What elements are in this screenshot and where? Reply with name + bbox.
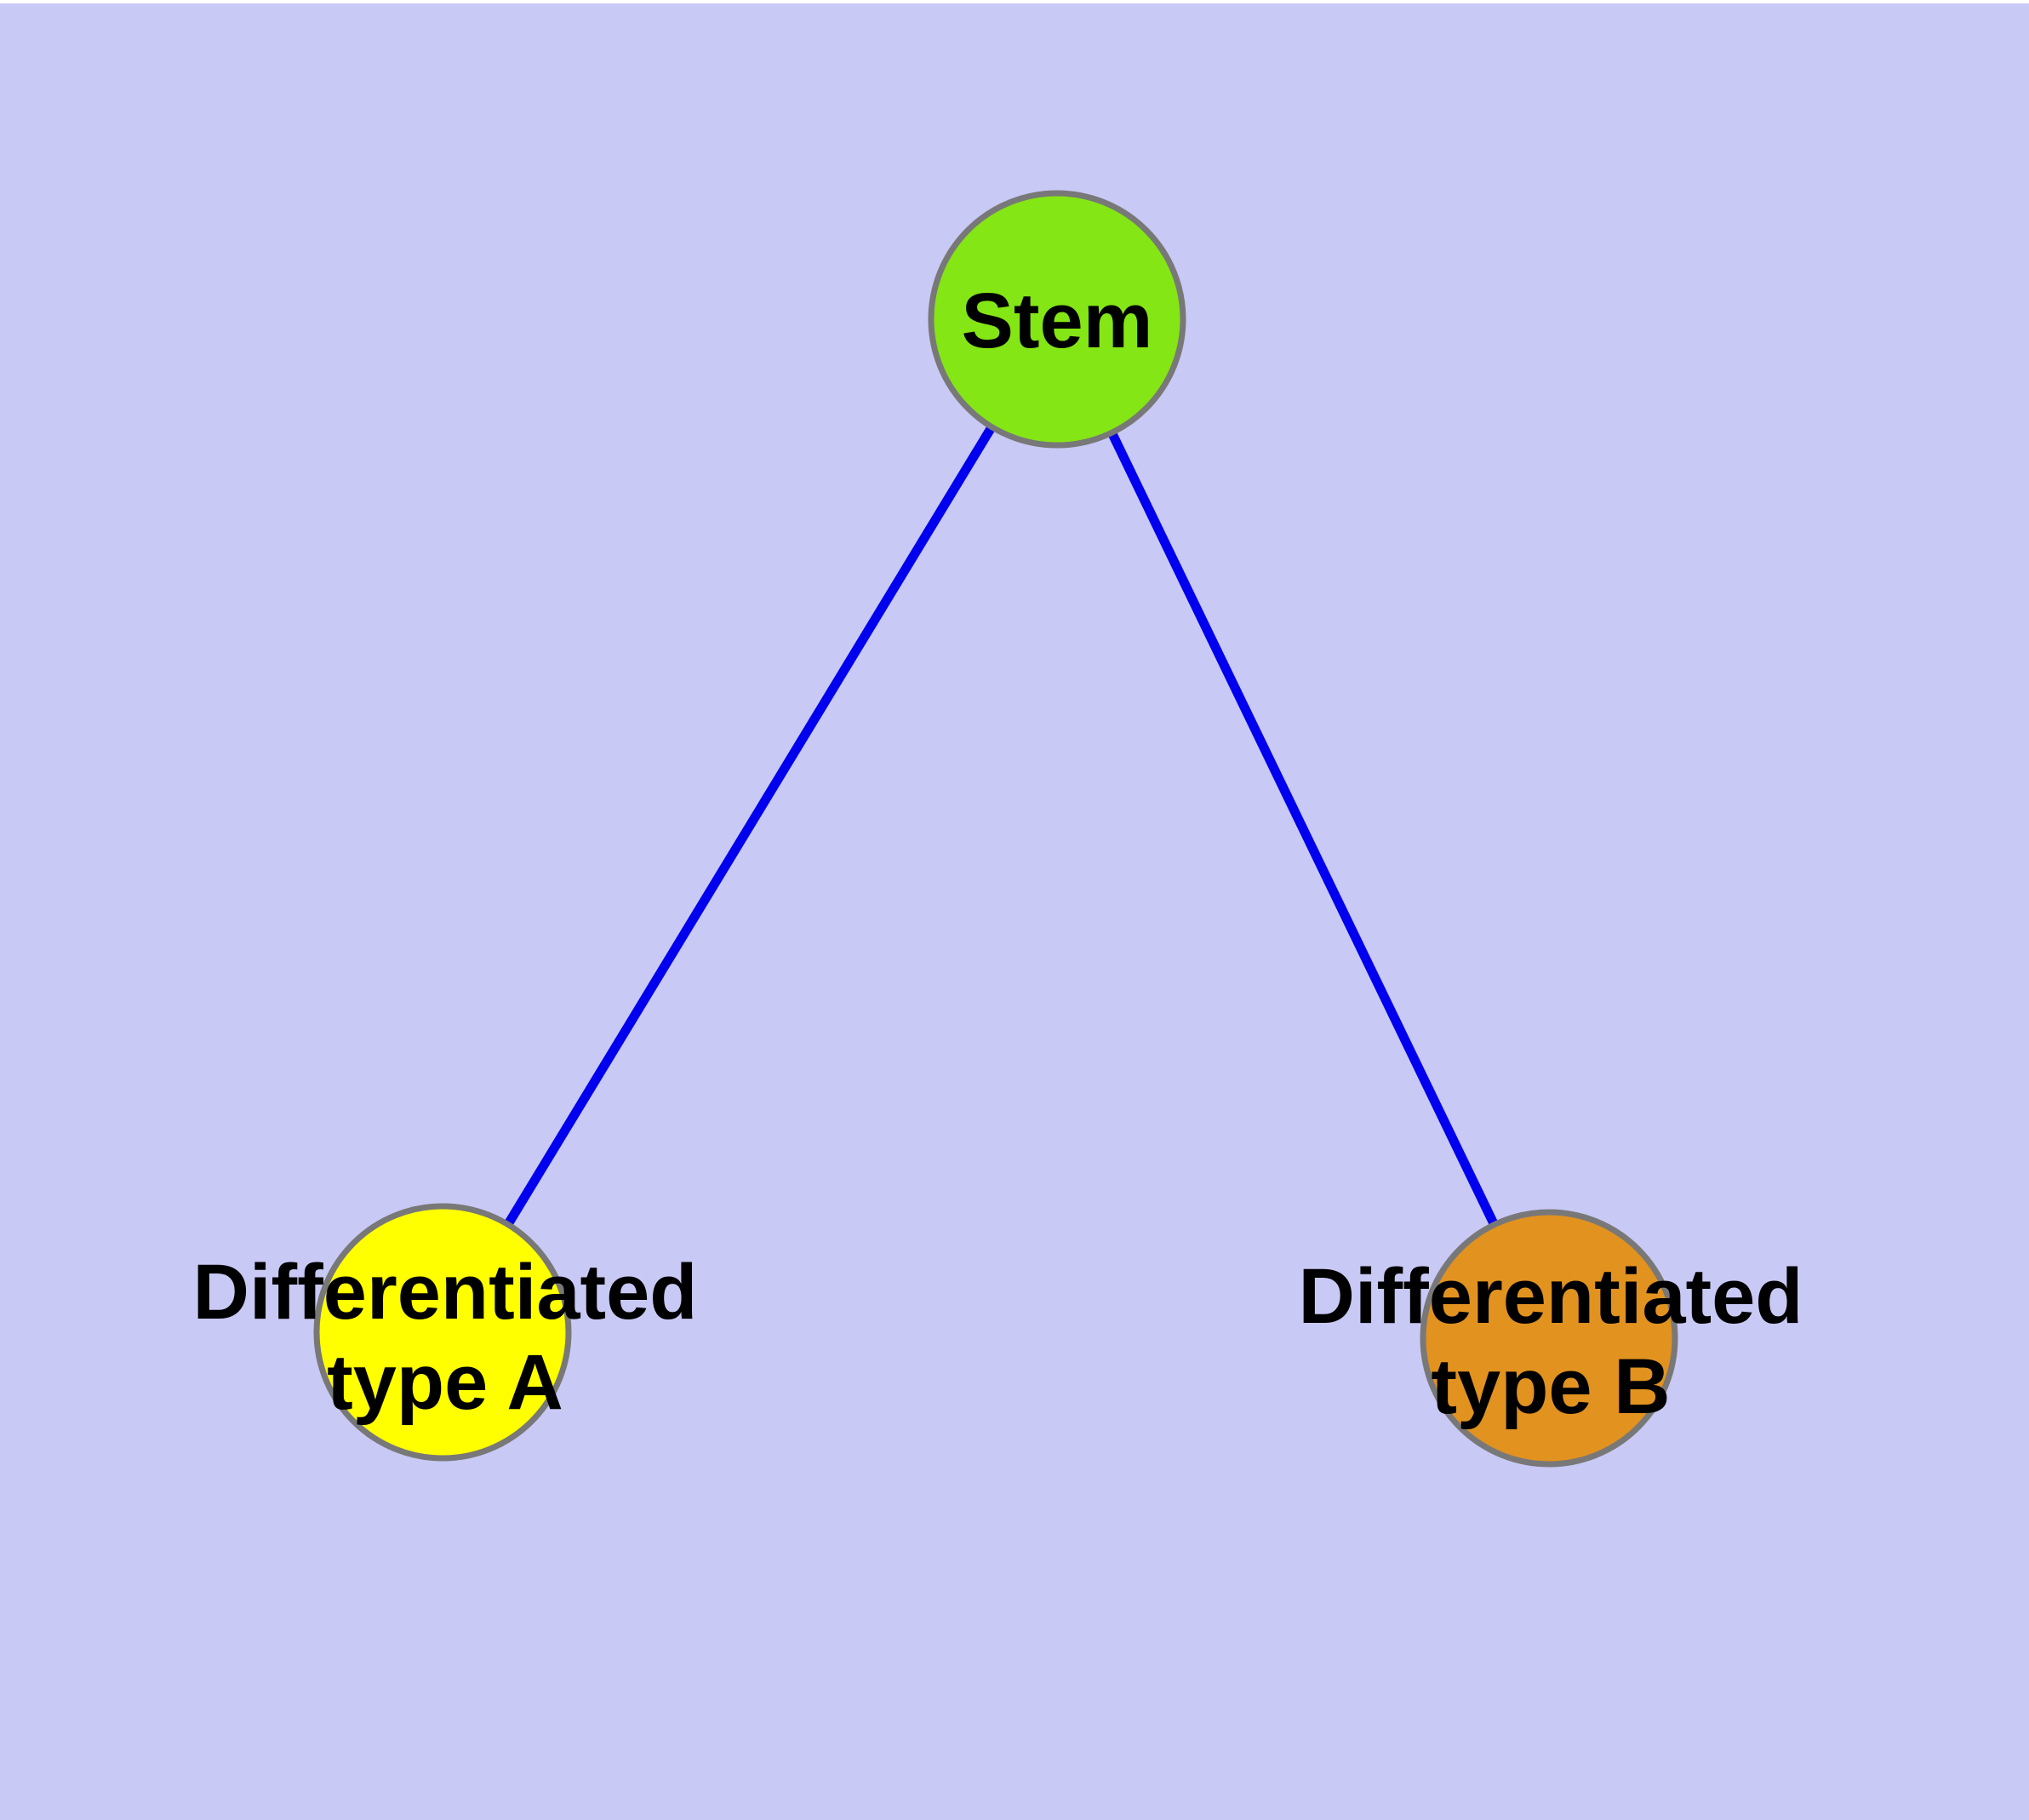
top-edge-strip <box>0 0 2029 3</box>
edge-stem-to-type-a <box>438 317 1061 1335</box>
node-type-b-circle <box>1420 1209 1678 1468</box>
node-stem-circle <box>928 190 1186 449</box>
node-type-a-label: Differentiated type A <box>192 1249 698 1426</box>
edge-stem-to-type-b <box>1053 317 1553 1341</box>
node-type-a-circle <box>313 1203 572 1462</box>
node-type-b-label: Differentiated type B <box>1298 1253 1803 1430</box>
node-stem-label: Stem <box>961 278 1153 365</box>
